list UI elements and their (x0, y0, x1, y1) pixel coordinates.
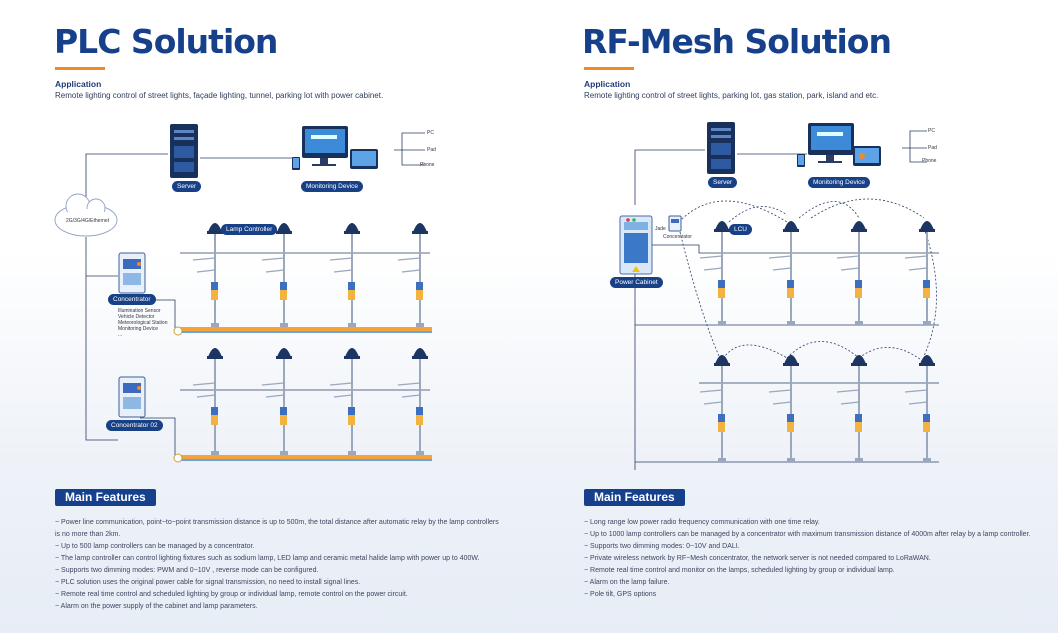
concentrator-icon (668, 215, 682, 232)
street-lamp-icon (768, 221, 799, 325)
feature-item: is no more than 2km. (55, 531, 121, 538)
title-underline (55, 67, 105, 70)
feature-item: − The lamp controller can control lighti… (55, 555, 480, 562)
monitoring-device-label: Monitoring Device (301, 181, 364, 192)
street-lamp-icon (261, 223, 292, 327)
street-lamp-icon (768, 355, 799, 462)
sensor-item: Vehicle Detector (118, 314, 155, 320)
application-heading: Application (584, 79, 631, 89)
feature-item: − Power line communication, point−to−poi… (55, 519, 499, 526)
title-underline (584, 67, 634, 70)
concentrator-02-icon (118, 376, 146, 418)
feature-item: − Remote real time control and scheduled… (55, 591, 408, 598)
plc-diagram (54, 124, 432, 463)
sensor-item: ... (118, 332, 123, 338)
rf-mesh-solution-panel: RF-Mesh Solution Application Remote ligh… (529, 0, 1058, 633)
monitoring-device-icon (292, 126, 378, 170)
street-lamp-icon (397, 348, 428, 455)
main-features-heading: Main Features (584, 489, 685, 506)
pc-label: PC (427, 130, 434, 136)
phone-label: Phone (922, 158, 937, 164)
network-label: 2G/3G/4G/Ethernet (66, 218, 110, 224)
street-lamp-icon (397, 223, 428, 327)
monitoring-device-icon (797, 123, 881, 167)
server-icon (707, 122, 735, 174)
lamp-controller-label: Lamp Controller (221, 224, 278, 235)
phone-label: Phone (420, 162, 435, 168)
monitoring-device-label: Monitoring Device (808, 177, 871, 188)
street-lamp-icon (904, 355, 935, 462)
cloud-icon (54, 193, 118, 237)
background-gradient (0, 250, 1058, 633)
feature-item: − Alarm on the lamp failure. (584, 579, 670, 586)
jade-label: Jade (655, 226, 666, 232)
application-text: Remote lighting control of street lights… (55, 91, 384, 100)
feature-item: − Up to 1000 lamp controllers can be man… (584, 531, 1031, 538)
street-lamp-icon (261, 348, 292, 455)
street-lamp-icon (192, 223, 223, 327)
sensor-item: Meteorological Station (118, 320, 168, 326)
feature-item: − Remote real time control and monitor o… (584, 567, 895, 574)
concentrator-02-label: Concentrator 02 (106, 420, 163, 431)
feature-item: − Alarm on the power supply of the cabin… (55, 603, 258, 610)
power-cabinet-label: Power Cabinet (610, 277, 663, 288)
pad-label: Pad (928, 145, 937, 151)
server-label: Server (172, 181, 202, 192)
street-lamp-icon (699, 221, 730, 325)
application-text: Remote lighting control of street lights… (584, 91, 879, 100)
server-label: Server (708, 177, 738, 188)
feature-item: − Supports two dimming modes: 0~10V and … (584, 543, 740, 550)
feature-item: − Supports two dimming modes: PWM and 0~… (55, 567, 319, 574)
feature-item: − Private wireless network by RF−Mesh co… (584, 555, 931, 562)
main-features-heading: Main Features (55, 489, 156, 506)
page-title: RF-Mesh Solution (582, 22, 892, 61)
street-lamp-icon (699, 355, 730, 462)
sensor-item: Monitoring Device (118, 326, 159, 332)
lcu-label: LCU (729, 224, 753, 235)
page-title: PLC Solution (54, 22, 278, 61)
plc-solution-panel: PLC Solution Application Remote lighting… (54, 22, 499, 610)
feature-item: − Up to 500 lamp controllers can be mana… (55, 543, 255, 550)
server-icon (170, 124, 198, 178)
concentrator-label: Concentrator (108, 294, 156, 305)
street-lamp-icon (329, 348, 360, 455)
street-lamp-icon (192, 348, 223, 455)
feature-item: − Long range low power radio frequency c… (584, 519, 820, 526)
concentrator-label: Concentrator (663, 234, 692, 240)
street-lamp-icon (904, 221, 935, 325)
street-lamp-icon (836, 221, 867, 325)
street-lamp-icon (329, 223, 360, 327)
feature-item: − PLC solution uses the original power c… (55, 579, 361, 586)
rf-mesh-diagram (619, 122, 939, 470)
pc-label: PC (928, 128, 935, 134)
street-lamp-icon (836, 355, 867, 462)
power-cabinet-icon (619, 215, 653, 275)
application-heading: Application (55, 79, 102, 89)
sensor-item: Illumination Sensor (118, 308, 161, 314)
concentrator-icon (118, 252, 146, 294)
pad-label: Pad (427, 147, 436, 153)
feature-item: − Pole tilt, GPS options (584, 591, 657, 598)
